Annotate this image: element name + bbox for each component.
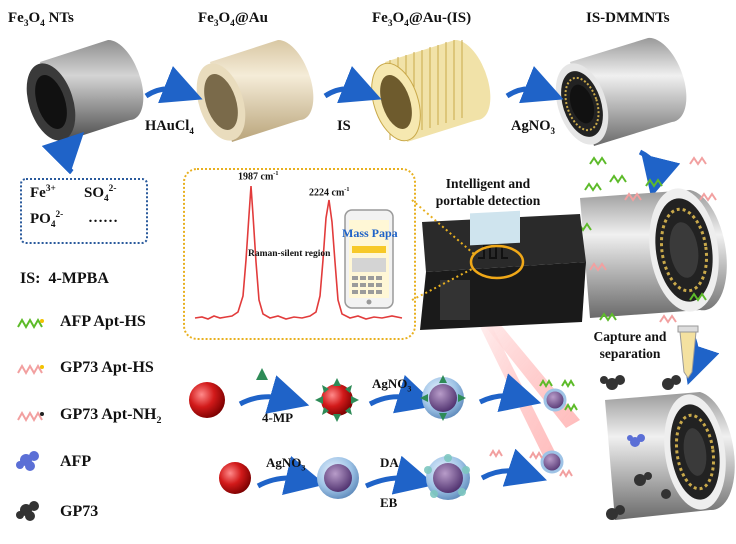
afp-sers-probe [539, 379, 578, 412]
ag-nanoparticle-1 [189, 382, 225, 418]
arrow-1 [144, 66, 203, 104]
gp73-icon [16, 501, 39, 521]
centrifuge-tube-icon [677, 325, 699, 379]
captured-nanotube [600, 375, 735, 520]
arrow-probe-6 [480, 448, 547, 487]
core-shell-np-2 [317, 457, 359, 499]
raman-peak-1987: 1987 cm-1 [238, 170, 279, 183]
capture-separation-label: Capture and separation [593, 329, 667, 361]
ag-nanoparticle-2 [219, 462, 251, 494]
arrow-probe-3 [478, 373, 542, 413]
connector-lines [411, 199, 475, 301]
raman-inset-frame [183, 168, 416, 340]
gp73-apt-hs-icon [17, 363, 44, 376]
arrow-2 [323, 66, 382, 104]
ion-solution-box [20, 178, 148, 244]
probe-label-agno3-a: AgNO3 [372, 376, 412, 394]
probe-label-agno3-b: AgNO3 [266, 455, 306, 473]
legend-is: IS: 4-MPBA [20, 270, 109, 287]
reagent-haucl4: HAuCl4 [145, 118, 194, 136]
reagent-is: IS [337, 118, 351, 134]
fe3o4-au-nanotube [196, 39, 314, 142]
legend-gp73-apt-nh2: GP73 Apt-NH2 [60, 406, 162, 427]
portable-raman-device [420, 210, 586, 330]
arrow-probe-2 [368, 375, 438, 414]
is-dmmnt-nanotube [555, 37, 687, 147]
fe3o4-nanotube [26, 39, 144, 142]
core-shell-np-1 [420, 375, 466, 421]
phone-app-name: Mass Papa [342, 226, 398, 240]
probe-label-eb: EB [380, 495, 398, 510]
stage-label-fe3o4-au-is: Fe3O4@Au-(IS) [372, 10, 472, 29]
afp-icon [16, 451, 39, 471]
dmmnt-with-aptamers [574, 156, 727, 324]
gp73-sers-probe [489, 449, 573, 478]
smartphone [344, 209, 394, 309]
legend-gp73: GP73 [60, 503, 99, 520]
ion-fe3: Fe3+ [30, 184, 56, 201]
probe-label-da: DA [380, 455, 399, 470]
arrow-probe-5 [364, 455, 436, 495]
ion-more: …… [88, 210, 118, 226]
fe3o4-au-is-nanotube [371, 39, 491, 142]
afp-apt-hs-icon [17, 317, 44, 330]
raman-peak-2224: 2224 cm-1 [309, 186, 350, 199]
detection-label: Intelligent and portable detection [435, 176, 541, 208]
arrow-probe-4 [256, 456, 326, 495]
legend-gp73-apt-hs: GP73 Apt-HS [60, 359, 154, 376]
legend-afp: AFP [60, 453, 92, 470]
raman-silent-label: Raman-silent region [248, 249, 331, 259]
stage-label-fe3o4-au: Fe3O4@Au [198, 10, 268, 29]
arrow-ions-up [41, 131, 85, 175]
gp73-apt-nh2-icon [17, 410, 44, 423]
mp-functionalized-np [315, 378, 359, 422]
reagent-agno3: AgNO3 [511, 118, 555, 136]
arrow-probe-1 [238, 375, 310, 414]
dye-loaded-np [424, 454, 470, 500]
raman-spectrum [194, 185, 403, 320]
ion-po4: PO42- [30, 210, 64, 230]
stage-label-fe3o4-nts: Fe3O4 NTs [8, 10, 74, 29]
mp-triangle-icon [256, 368, 268, 380]
legend-afp-apt-hs: AFP Apt-HS [60, 313, 146, 330]
probe-label-4mp: 4-MP [262, 410, 294, 425]
stage-label-is-dmmnts: IS-DMMNTs [586, 10, 670, 26]
arrow-3 [505, 66, 564, 104]
arrow-down-right [638, 149, 681, 198]
ion-so4: SO42- [84, 184, 117, 204]
